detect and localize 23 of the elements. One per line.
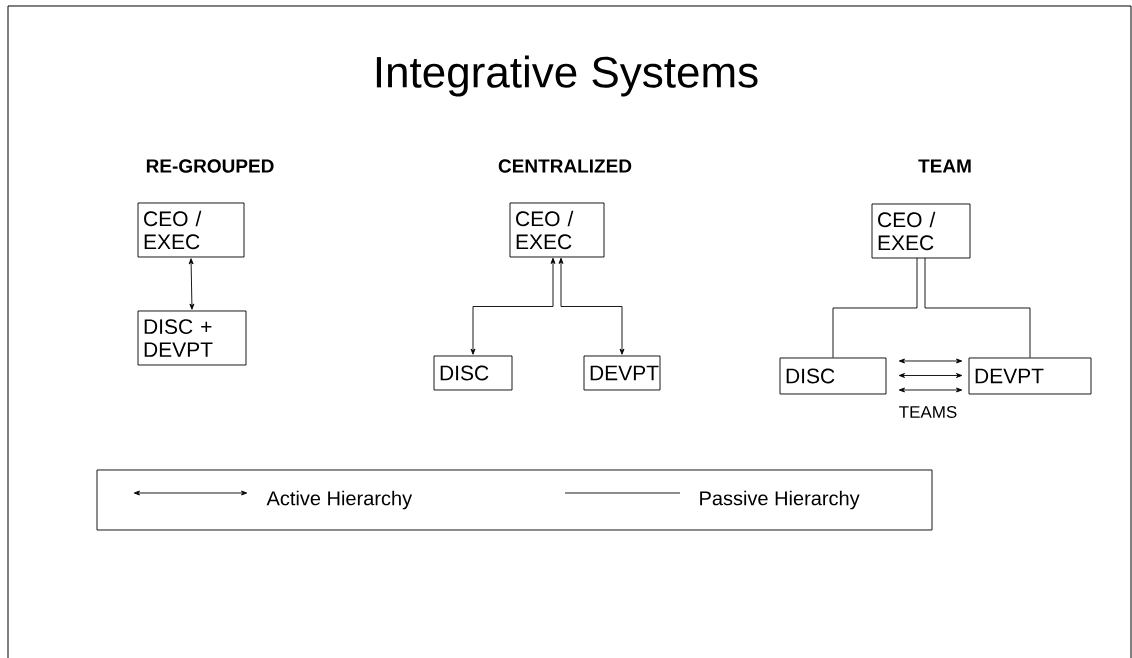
org-box: DISC + DEVPT bbox=[137, 310, 247, 366]
connector bbox=[558, 257, 625, 355]
connector bbox=[832, 257, 918, 358]
org-box: CEO / EXEC bbox=[137, 202, 245, 258]
legend-label: Passive Hierarchy bbox=[700, 490, 860, 510]
title: Integrative Systems bbox=[376, 55, 758, 97]
org-box: DEVPT bbox=[968, 357, 1092, 395]
org-box: CEO / EXEC bbox=[871, 203, 971, 259]
heading: TEAM bbox=[918, 159, 971, 173]
connector bbox=[898, 387, 963, 393]
org-box: DEVPT bbox=[583, 355, 661, 391]
connector bbox=[924, 257, 1031, 358]
org-box: CEO / EXEC bbox=[509, 202, 605, 258]
org-box: DISC bbox=[779, 357, 887, 395]
org-box: DISC bbox=[433, 355, 513, 391]
heading: CENTRALIZED bbox=[498, 159, 632, 173]
connector bbox=[188, 258, 195, 310]
connector bbox=[898, 358, 963, 364]
team-label: TEAMS bbox=[899, 405, 957, 418]
legend-label: Active Hierarchy bbox=[266, 490, 413, 510]
connector bbox=[470, 257, 556, 355]
connector bbox=[898, 373, 963, 378]
heading: RE-GROUPED bbox=[146, 159, 274, 173]
